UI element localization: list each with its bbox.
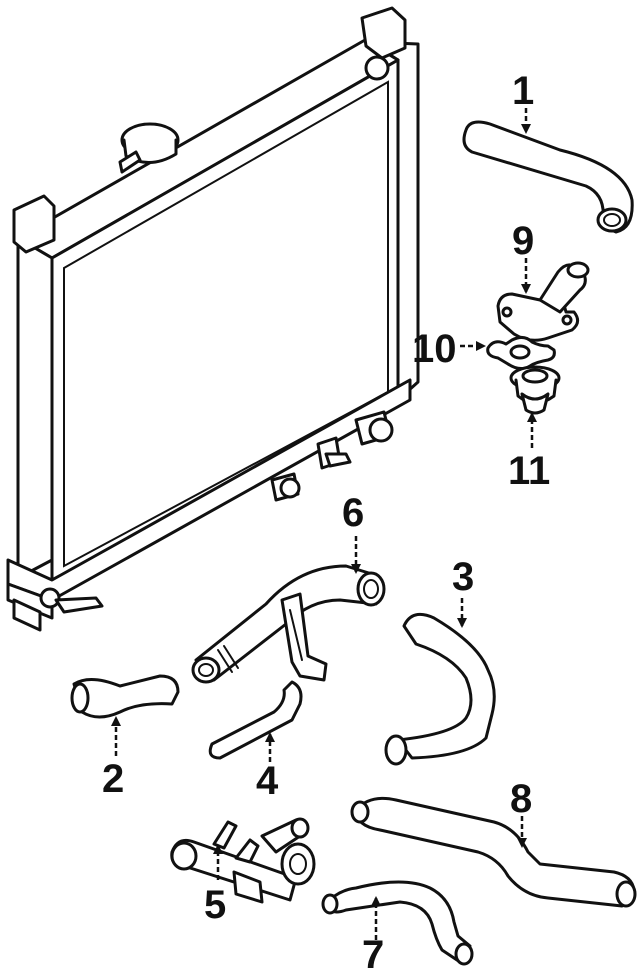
callout-1: 1: [512, 69, 534, 113]
part-9-thermostat-housing: [496, 261, 590, 342]
callout-6: 6: [342, 491, 364, 535]
part-2-lower-hose: [70, 674, 180, 719]
callout-4: 4: [256, 759, 279, 803]
callout-8: 8: [510, 777, 532, 821]
callout-3: 3: [452, 555, 474, 599]
callout-numbers: 1 9 10 11 6 3 2 4 5 8 7: [102, 69, 550, 971]
part-1-upper-radiator-hose: [462, 120, 634, 234]
part-10-gasket: [486, 335, 556, 371]
part-6-water-pipe: [191, 564, 386, 684]
part-8-long-hose: [350, 796, 637, 908]
part-3-heater-hose: [384, 612, 496, 766]
leader-lines: [111, 108, 537, 940]
callout-10: 10: [412, 327, 457, 371]
callout-11: 11: [508, 449, 550, 493]
part-5-water-inlet: [170, 817, 316, 904]
radiator: [6, 6, 420, 632]
part-11-thermostat: [509, 365, 561, 415]
part-4-bypass-pipe: [208, 680, 303, 760]
callout-7: 7: [362, 933, 384, 971]
part-7-hose: [321, 880, 474, 966]
callout-5: 5: [204, 883, 226, 927]
callout-9: 9: [512, 219, 534, 263]
callout-2: 2: [102, 757, 124, 801]
